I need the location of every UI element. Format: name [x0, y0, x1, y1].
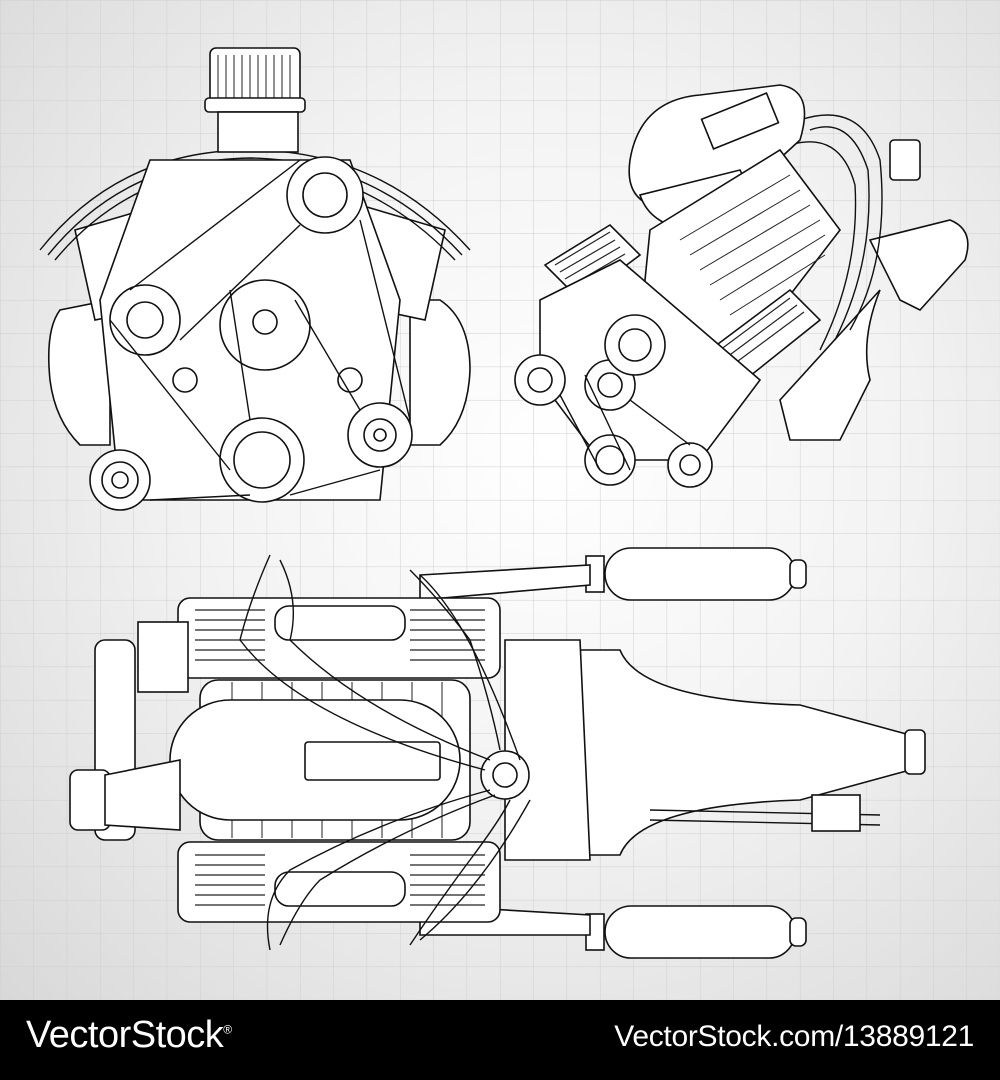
brand-name: VectorStock	[26, 1014, 224, 1056]
brand-logo: VectorStock®	[26, 1014, 232, 1057]
footer-bar: VectorStock® VectorStock.com/13889121	[0, 1000, 1000, 1080]
blueprint-canvas	[0, 0, 1000, 1000]
engine-three-quarter-view	[514, 84, 969, 488]
image-id-url: VectorStock.com/13889121	[614, 1020, 974, 1053]
engine-top-view	[69, 547, 926, 959]
engine-front-view	[39, 47, 471, 511]
registered-mark: ®	[223, 1022, 232, 1037]
